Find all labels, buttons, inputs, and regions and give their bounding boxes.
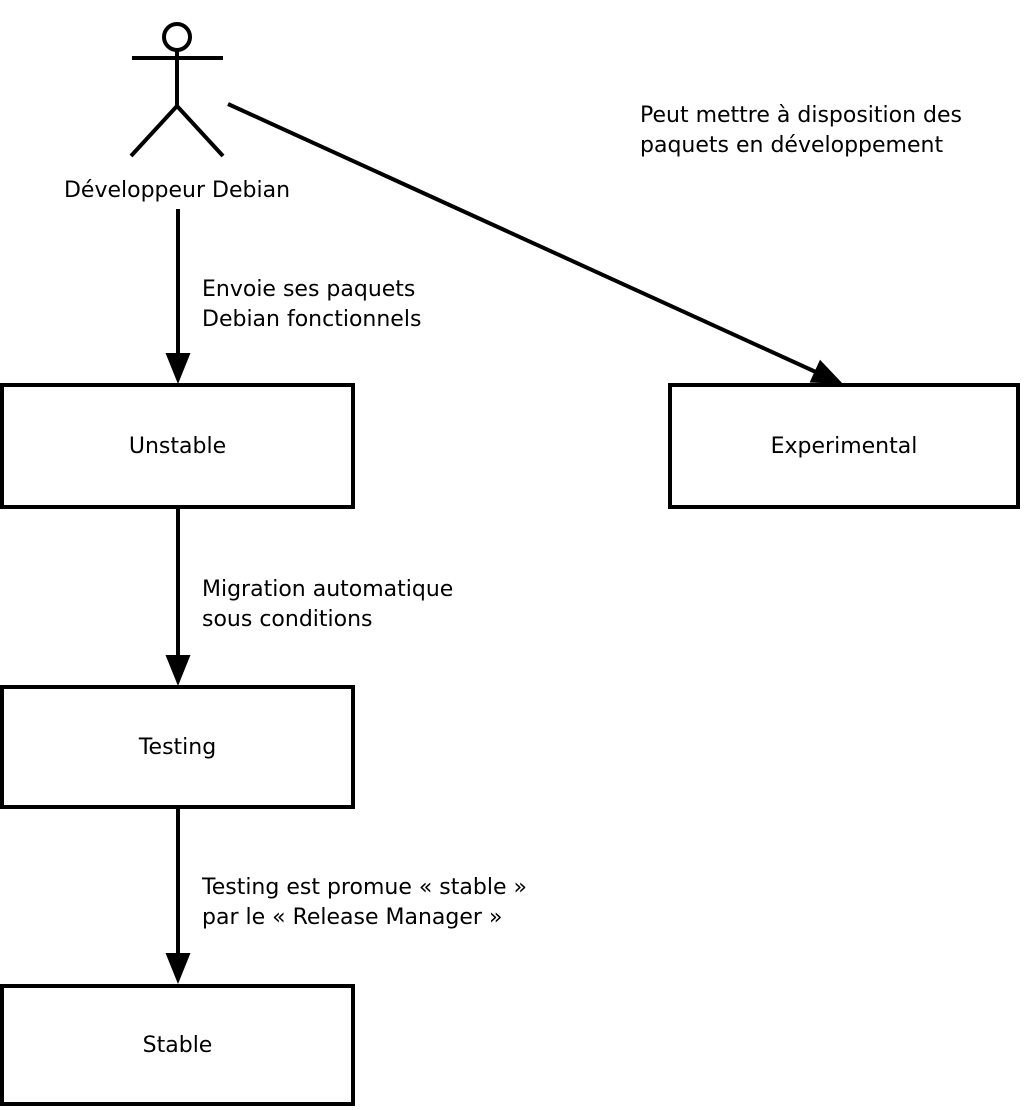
edge-label-developer-to-experimental: Peut mettre à disposition des paquets en… <box>640 101 962 161</box>
edge-label-line: sous conditions <box>202 607 373 632</box>
node-label: Experimental <box>770 433 918 459</box>
edge-label-line: Peut mettre à disposition des <box>640 103 962 128</box>
node-unstable: Unstable <box>0 383 355 509</box>
edge-label-line: par le « Release Manager » <box>202 905 503 930</box>
edge-label-testing-to-stable: Testing est promue « stable » par le « R… <box>202 873 527 933</box>
node-label: Stable <box>142 1032 213 1058</box>
actor-label: Développeur Debian <box>63 178 291 203</box>
actor-stick-figure-icon <box>129 22 225 158</box>
node-label: Unstable <box>128 433 227 459</box>
arrow-testing-to-stable <box>165 809 191 984</box>
node-label: Testing <box>138 734 217 760</box>
edge-label-line: paquets en développement <box>640 133 944 158</box>
edge-label-line: Migration automatique <box>202 577 454 602</box>
actor-head <box>162 22 192 52</box>
edge-label-line: Envoie ses paquets <box>202 277 416 302</box>
arrow-unstable-to-testing <box>165 509 191 686</box>
node-experimental: Experimental <box>668 383 1020 509</box>
actor-left-leg <box>129 104 179 158</box>
edge-label-line: Testing est promue « stable » <box>202 875 527 900</box>
actor-right-leg <box>175 104 225 158</box>
arrow-developer-to-unstable <box>165 209 191 384</box>
edge-label-line: Debian fonctionnels <box>202 307 422 332</box>
node-testing: Testing <box>0 685 355 809</box>
edge-label-unstable-to-testing: Migration automatique sous conditions <box>202 575 453 635</box>
arrow-developer-to-experimental <box>227 102 843 384</box>
node-stable: Stable <box>0 984 355 1106</box>
edge-label-developer-to-unstable: Envoie ses paquets Debian fonctionnels <box>202 275 421 335</box>
